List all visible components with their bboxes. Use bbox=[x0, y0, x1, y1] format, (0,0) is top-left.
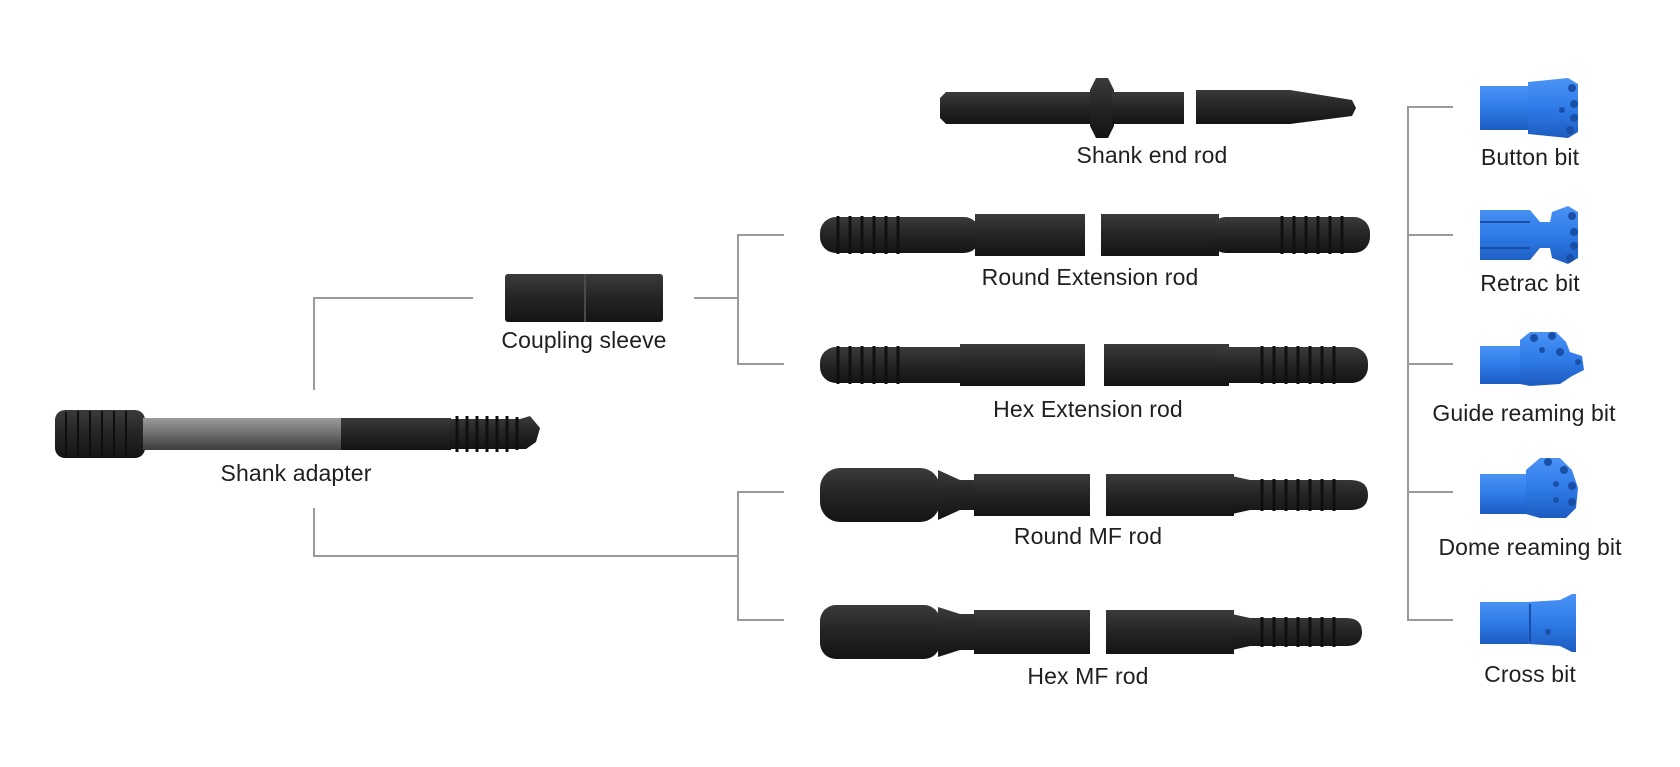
dome-reaming-bit-icon bbox=[1480, 458, 1578, 518]
shank-end-rod-icon bbox=[940, 78, 1356, 138]
connector-adapter-to-sleeve bbox=[313, 297, 473, 390]
coupling-sleeve-icon bbox=[505, 274, 663, 322]
label-shank-adapter: Shank adapter bbox=[220, 460, 372, 486]
shank-adapter-icon bbox=[55, 410, 540, 458]
guide-reaming-bit-icon bbox=[1480, 332, 1584, 386]
retrac-bit-icon bbox=[1480, 206, 1578, 264]
label-dome-reaming-bit: Dome reaming bit bbox=[1438, 534, 1622, 560]
label-hex-mf-rod: Hex MF rod bbox=[1027, 663, 1149, 689]
connector-mf-bracket bbox=[737, 491, 784, 621]
connector-lines bbox=[313, 106, 1453, 621]
hex-extension-rod-icon bbox=[820, 344, 1368, 386]
connector-adapter-to-mf-rods bbox=[313, 508, 738, 557]
round-mf-rod-icon bbox=[820, 468, 1368, 522]
connector-extension-bracket bbox=[737, 234, 784, 365]
label-coupling-sleeve: Coupling sleeve bbox=[501, 327, 667, 353]
label-round-extension-rod: Round Extension rod bbox=[981, 264, 1199, 290]
round-extension-rod-icon bbox=[820, 214, 1370, 256]
label-button-bit: Button bit bbox=[1480, 144, 1580, 170]
label-retrac-bit: Retrac bit bbox=[1480, 270, 1580, 296]
label-round-mf-rod: Round MF rod bbox=[1013, 523, 1163, 549]
label-guide-reaming-bit: Guide reaming bit bbox=[1432, 400, 1616, 426]
cross-bit-icon bbox=[1480, 594, 1576, 652]
label-cross-bit: Cross bit bbox=[1484, 661, 1576, 687]
hex-mf-rod-icon bbox=[820, 605, 1362, 659]
label-hex-extension-rod: Hex Extension rod bbox=[993, 396, 1183, 422]
button-bit-icon bbox=[1480, 78, 1578, 138]
label-shank-end-rod: Shank end rod bbox=[1076, 142, 1228, 168]
